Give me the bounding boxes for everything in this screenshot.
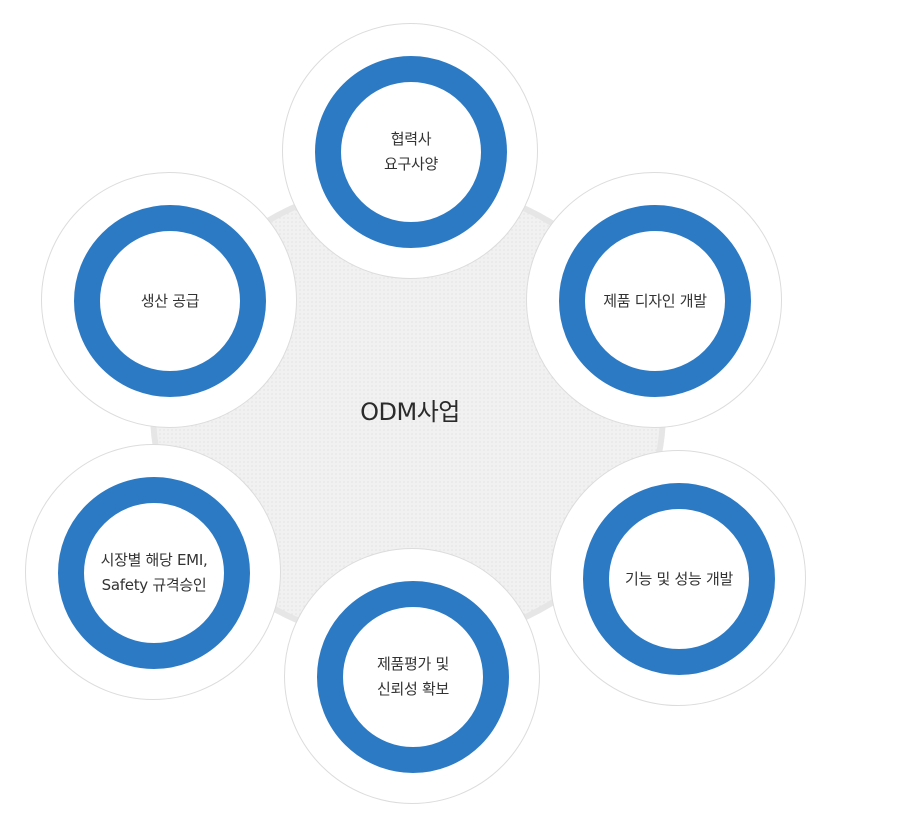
step-ring: 제품평가 및 신뢰성 확보	[317, 581, 509, 773]
step-label: 기능 및 성능 개발	[609, 567, 749, 592]
step-label-line2: 신뢰성 확보	[377, 680, 449, 698]
step-label-line2: Safety 규격승인	[101, 576, 207, 594]
step-label-line1: 제품 디자인 개발	[603, 291, 707, 310]
step-node-certification: 시장별 해당 EMI, Safety 규격승인	[25, 444, 281, 700]
step-ring: 기능 및 성능 개발	[583, 483, 775, 675]
step-ring: 협력사 요구사양	[315, 56, 507, 248]
step-ring: 제품 디자인 개발	[559, 205, 751, 397]
step-label-line1: 시장별 해당 EMI,	[100, 551, 208, 569]
step-label-line1: 생산 공급	[140, 291, 200, 310]
step-label-line1: 협력사	[390, 130, 432, 148]
step-label: 생산 공급	[100, 289, 240, 314]
step-node-product-evaluation: 제품평가 및 신뢰성 확보	[284, 548, 540, 804]
step-ring: 시장별 해당 EMI, Safety 규격승인	[58, 477, 250, 669]
step-label: 협력사 요구사양	[341, 127, 481, 177]
step-node-partner-requirements: 협력사 요구사양	[282, 23, 538, 279]
odm-center-title: ODM사업	[360, 398, 460, 426]
step-label: 제품 디자인 개발	[585, 289, 725, 314]
step-node-product-design: 제품 디자인 개발	[526, 172, 782, 428]
step-node-production-supply: 생산 공급	[41, 172, 297, 428]
step-label: 시장별 해당 EMI, Safety 규격승인	[84, 548, 224, 598]
step-label-line1: 기능 및 성능 개발	[625, 569, 733, 588]
step-label-line1: 제품평가 및	[377, 655, 449, 673]
step-node-function-performance: 기능 및 성능 개발	[550, 450, 806, 706]
step-label: 제품평가 및 신뢰성 확보	[343, 652, 483, 702]
step-label-line2: 요구사양	[383, 155, 438, 173]
step-ring: 생산 공급	[74, 205, 266, 397]
